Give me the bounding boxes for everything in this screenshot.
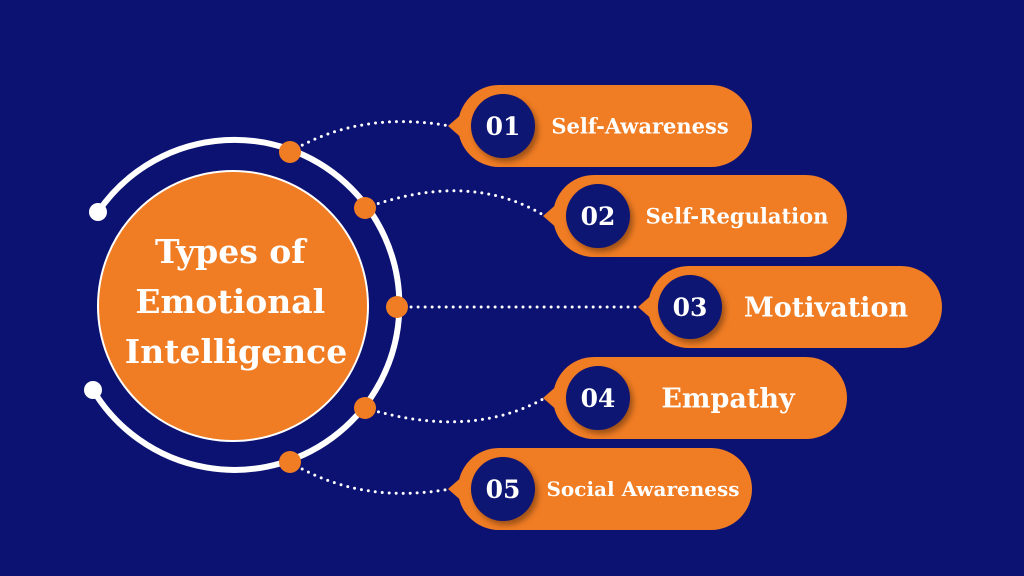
center-title-line-1: Types of — [155, 232, 307, 271]
number-badge — [471, 457, 535, 521]
item-label: Empathy — [661, 383, 796, 414]
item-pill-05: 05 Social Awareness — [448, 448, 752, 530]
item-number: 04 — [581, 384, 616, 413]
center-title-line-2: Emotional — [135, 282, 325, 321]
pill-background — [458, 448, 752, 530]
item-number: 01 — [486, 112, 521, 141]
dotted-connector — [363, 396, 547, 424]
connector-dot — [279, 141, 301, 163]
pill-background — [458, 85, 752, 167]
item-number: 03 — [673, 293, 708, 322]
item-number: 05 — [486, 475, 521, 504]
pill-background — [648, 266, 942, 348]
item-pill-01: 01 Self-Awareness — [448, 85, 752, 167]
pill-pointer — [543, 384, 559, 412]
item-label: Self-Regulation — [646, 203, 829, 228]
ring-end-dot-bottom — [84, 381, 102, 399]
item-pill-04: 04 Empathy — [543, 357, 847, 439]
dotted-connector — [288, 120, 452, 154]
center-circle — [97, 170, 369, 442]
item-label: Motivation — [744, 292, 909, 323]
number-badge — [566, 366, 630, 430]
number-badge — [566, 184, 630, 248]
connector-dot — [354, 397, 376, 419]
pill-pointer — [543, 202, 559, 230]
pill-pointer — [638, 293, 654, 321]
pill-background — [553, 357, 847, 439]
number-badge — [471, 94, 535, 158]
item-pill-02: 02 Self-Regulation — [543, 175, 847, 257]
number-badge — [658, 275, 722, 339]
item-label: Social Awareness — [546, 477, 739, 501]
pill-pointer — [448, 112, 464, 140]
center-title: Types of Emotional Intelligence — [125, 232, 347, 371]
item-label: Self-Awareness — [551, 113, 728, 138]
item-pill-03: 03 Motivation — [638, 266, 942, 348]
pill-pointer — [448, 475, 464, 503]
connector-dot — [354, 197, 376, 219]
connector-dot — [279, 451, 301, 473]
ring-end-dot-top — [89, 203, 107, 221]
item-number: 02 — [581, 202, 616, 231]
dotted-connector — [363, 189, 547, 218]
pill-background — [553, 175, 847, 257]
dotted-connector — [288, 460, 452, 495]
center-title-line-3: Intelligence — [125, 332, 347, 371]
connector-dot — [386, 296, 408, 318]
